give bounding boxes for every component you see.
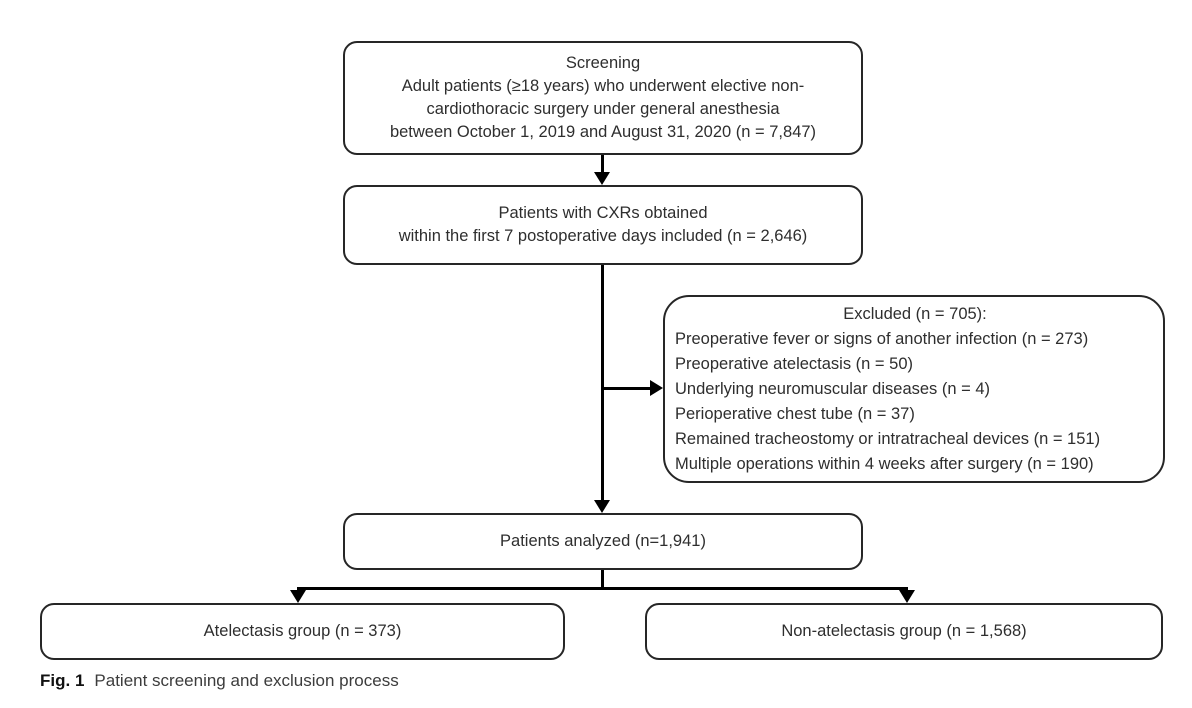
excluded-item: Multiple operations within 4 weeks after…	[675, 454, 1094, 473]
connector-screening-to-cxr	[601, 155, 604, 173]
arrowhead-to-excluded	[650, 380, 663, 396]
excluded-title: Excluded (n = 705):	[843, 304, 987, 323]
excluded-item: Preoperative fever or signs of another i…	[675, 329, 1089, 348]
excluded-item: Remained tracheostomy or intratracheal d…	[675, 429, 1101, 448]
figure-caption-label: Fig. 1	[40, 671, 85, 690]
arrowhead-to-atelectasis	[290, 590, 306, 603]
arrowhead-cxr-to-analyzed	[594, 500, 610, 513]
excluded-item: Underlying neuromuscular diseases (n = 4…	[675, 379, 991, 398]
cxr-box: Patients with CXRs obtained within the f…	[343, 185, 863, 265]
screening-line: between October 1, 2019 and August 31, 2…	[389, 123, 817, 141]
screening-line: Screening	[565, 54, 641, 72]
connector-analyzed-stub	[601, 570, 604, 588]
screening-box: Screening Adult patients (≥18 years) who…	[343, 41, 863, 155]
figure-caption: Fig. 1 Patient screening and exclusion pr…	[40, 671, 399, 691]
analyzed-label: Patients analyzed (n=1,941)	[500, 532, 706, 550]
atelectasis-label: Atelectasis group (n = 373)	[203, 622, 402, 640]
atelectasis-box: Atelectasis group (n = 373)	[40, 603, 565, 660]
non-atelectasis-box: Non-atelectasis group (n = 1,568)	[645, 603, 1163, 660]
non-atelectasis-label: Non-atelectasis group (n = 1,568)	[781, 622, 1027, 640]
arrowhead-to-non-atelectasis	[899, 590, 915, 603]
connector-to-excluded	[602, 387, 650, 390]
excluded-box: Excluded (n = 705): Preoperative fever o…	[663, 295, 1165, 483]
excluded-item: Perioperative chest tube (n = 37)	[675, 404, 915, 423]
analyzed-box: Patients analyzed (n=1,941)	[343, 513, 863, 570]
connector-cxr-to-analyzed	[601, 265, 604, 500]
cxr-line: within the first 7 postoperative days in…	[398, 227, 808, 245]
figure-caption-text: Patient screening and exclusion process	[94, 671, 399, 690]
arrowhead-screening-to-cxr	[594, 172, 610, 185]
screening-line: cardiothoracic surgery under general ane…	[426, 100, 780, 118]
connector-split-horizontal	[297, 587, 908, 590]
excluded-item: Preoperative atelectasis (n = 50)	[675, 354, 914, 373]
screening-line: Adult patients (≥18 years) who underwent…	[401, 77, 805, 95]
cxr-line: Patients with CXRs obtained	[498, 204, 708, 222]
